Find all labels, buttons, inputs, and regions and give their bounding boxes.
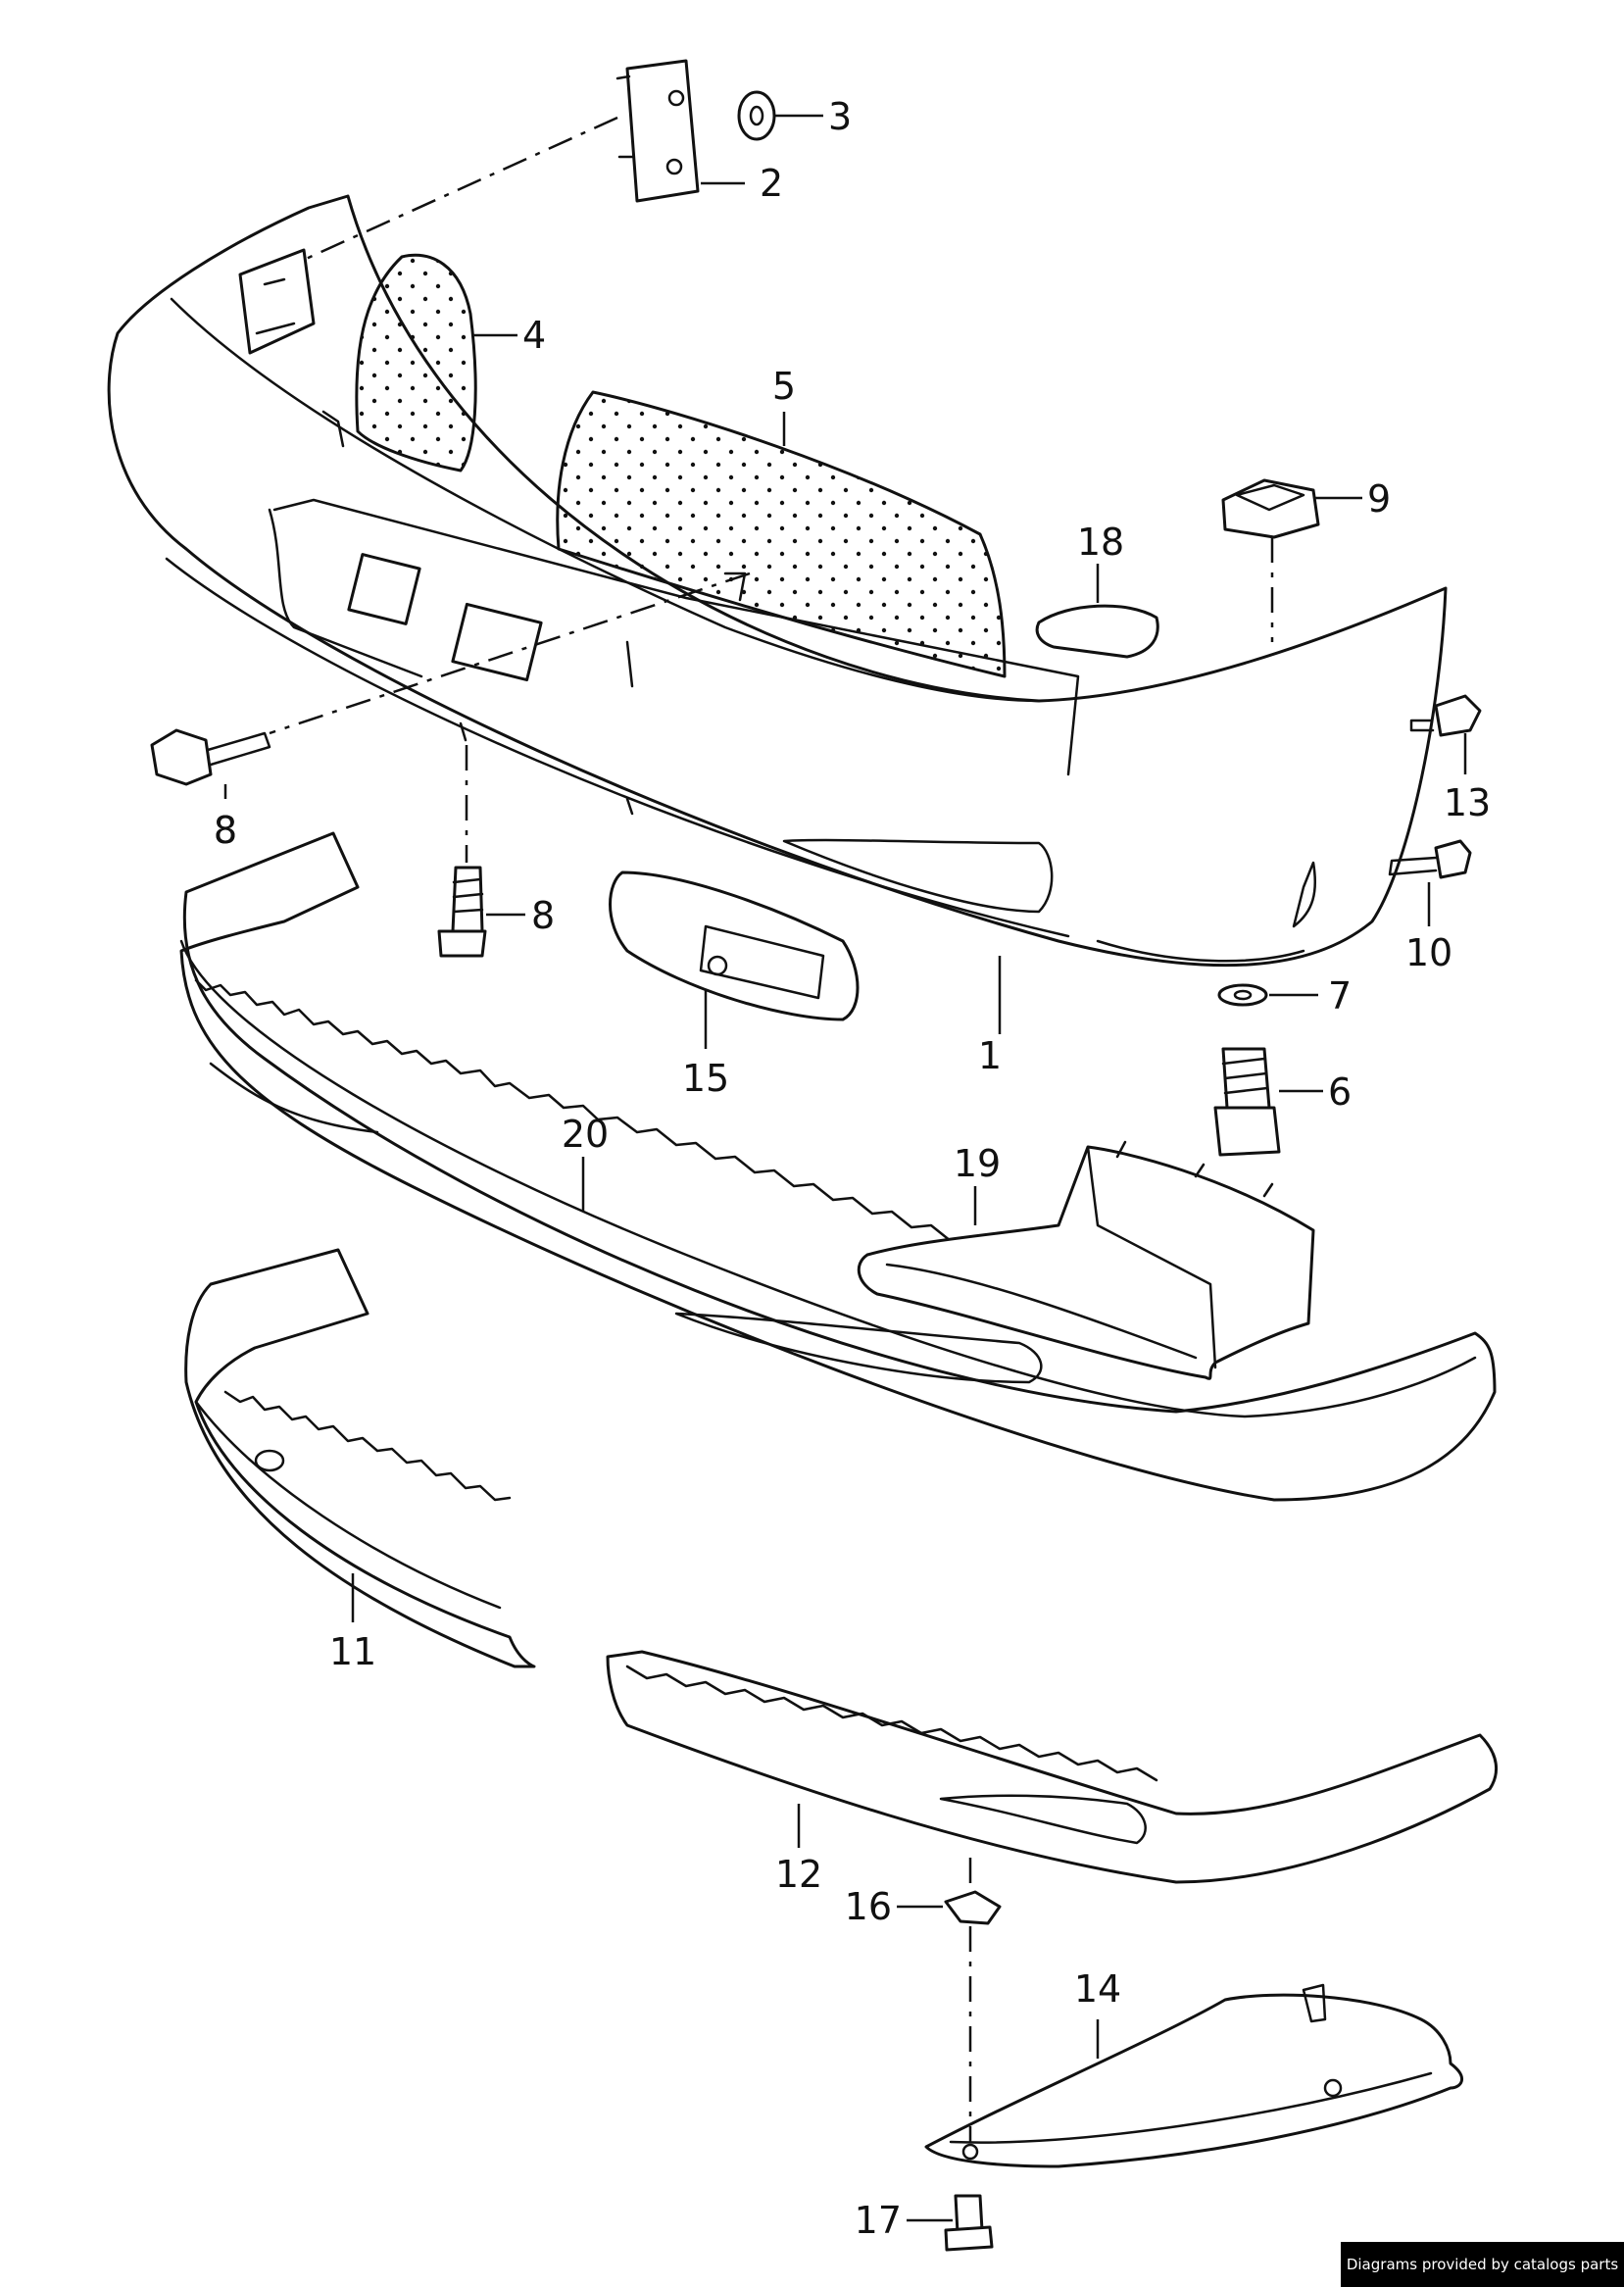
callout-10: 10 [1405, 931, 1452, 974]
screw-8-lower [437, 866, 487, 958]
callout-13: 13 [1444, 781, 1491, 824]
callout-1: 1 [978, 1034, 1002, 1077]
clip-9 [1221, 478, 1320, 539]
callout-19: 19 [954, 1142, 1001, 1185]
callout-14: 14 [1074, 1967, 1121, 2011]
callout-16: 16 [845, 1885, 892, 1928]
lower-spoiler [179, 831, 1497, 1502]
callout-11: 11 [329, 1630, 376, 1673]
impact-absorber-left [355, 253, 477, 472]
leader-lines [223, 114, 1467, 2222]
side-bracket-left [238, 248, 316, 355]
callout-8-left: 8 [214, 809, 237, 852]
callout-12: 12 [775, 1853, 822, 1896]
screw-17 [944, 2194, 994, 2252]
callout-6: 6 [1328, 1070, 1352, 1114]
screw-8-left [150, 728, 271, 786]
callout-2: 2 [760, 162, 783, 205]
assembly-lines [269, 116, 1274, 2142]
callout-5: 5 [772, 365, 796, 408]
bolt-6 [1213, 1047, 1281, 1157]
callout-17: 17 [855, 2199, 902, 2242]
air-duct [857, 1140, 1315, 1380]
underbody-panel [924, 1983, 1463, 2168]
lower-trim [606, 1650, 1499, 1884]
washer-7 [1217, 983, 1268, 1007]
callout-9: 9 [1367, 477, 1391, 521]
callout-labels: 1 2 3 4 5 6 7 8 8 8 9 10 11 12 13 14 15 … [214, 95, 1491, 2242]
grille-insert [609, 870, 860, 1021]
callout-15: 15 [682, 1057, 729, 1100]
callout-8-extra: 8 [214, 809, 237, 852]
callout-8-lower: 8 [531, 894, 555, 937]
callout-3: 3 [828, 95, 852, 138]
clip-16 [944, 1890, 1002, 1925]
screw-13 [1409, 694, 1482, 737]
credit-badge: Diagrams provided by catalogs parts [1341, 2242, 1624, 2287]
pad-18 [1035, 604, 1159, 659]
washer-3 [737, 90, 776, 141]
callout-18: 18 [1077, 521, 1124, 564]
callout-7: 7 [1328, 974, 1352, 1018]
impact-absorber-center [556, 390, 1007, 678]
mounting-bracket [615, 59, 700, 203]
callout-4: 4 [522, 314, 546, 357]
side-trim [184, 1248, 536, 1668]
callout-20: 20 [562, 1113, 609, 1156]
bolt-10 [1388, 839, 1472, 879]
